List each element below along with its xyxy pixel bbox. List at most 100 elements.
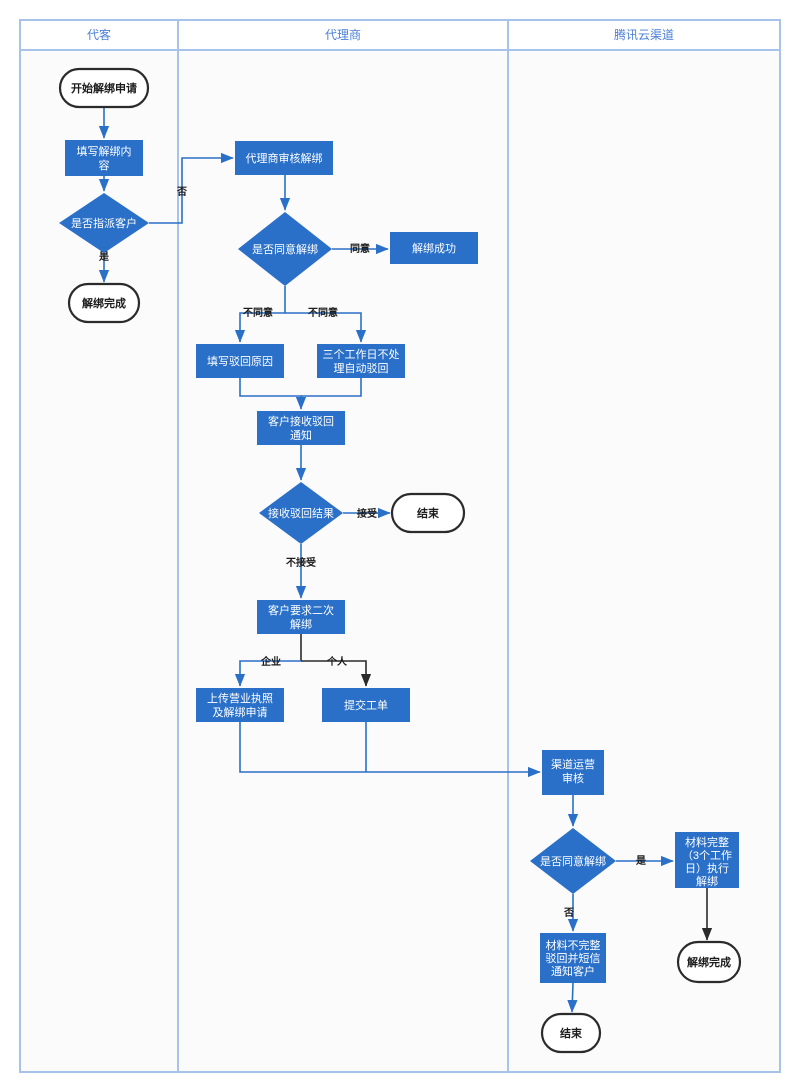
node-label-line1: 客户接收驳回 — [268, 414, 334, 428]
edge-second-enterprise — [234, 660, 301, 687]
decision-shape[interactable] — [530, 828, 616, 894]
process-shape[interactable] — [317, 344, 405, 378]
node-decision-receive-reject-result[interactable]: 接收驳回结果 — [259, 482, 343, 544]
edge-label-layer: 是 否 同意 不同意 不同意 接受 不接受 企业 个人 是 否 — [98, 186, 646, 919]
node-label: 填写驳回原因 — [207, 354, 273, 368]
node-submit-ticket[interactable]: 提交工单 — [322, 688, 410, 722]
node-end-tencent[interactable]: 结束 — [540, 1012, 602, 1054]
node-label: 接收驳回结果 — [268, 506, 334, 520]
node-end-agent[interactable]: 结束 — [390, 492, 466, 534]
node-label-line3: 日）执行 — [685, 861, 729, 875]
node-label-line1: 材料不完整 — [546, 938, 601, 952]
node-label-line2: 解绑 — [290, 617, 312, 631]
process-shape[interactable] — [257, 411, 345, 445]
edge-label-assign-yes: 是 — [98, 251, 109, 263]
decision-shape[interactable] — [259, 482, 343, 544]
process-shape[interactable] — [65, 140, 143, 176]
edge-label-personal: 个人 — [326, 655, 348, 668]
process-shape[interactable] — [390, 232, 478, 264]
edge-auto-to-notify — [301, 378, 362, 397]
node-decision-agent-agree-unbind[interactable]: 是否同意解绑 — [238, 212, 332, 286]
node-label-line1: 填写解绑内 — [77, 144, 132, 158]
terminator-shape[interactable] — [390, 492, 466, 534]
node-fill-reject-reason[interactable]: 填写驳回原因 — [196, 344, 284, 378]
node-unbind-success[interactable]: 解绑成功 — [390, 232, 478, 264]
node-fill-unbind-content[interactable]: 填写解绑内 容 — [65, 140, 143, 176]
terminator-shape[interactable] — [67, 282, 141, 324]
process-shape[interactable] — [542, 750, 604, 795]
process-shape[interactable] — [675, 832, 739, 888]
process-shape[interactable] — [257, 600, 345, 634]
edge-incomplete-to-end — [567, 982, 578, 1013]
lane-header-agent — [177, 19, 509, 51]
node-label: 解绑完成 — [687, 955, 731, 969]
node-label-line1: 上传营业执照 — [207, 691, 273, 705]
node-label-line4: 解绑 — [696, 874, 718, 888]
node-label: 是否同意解绑 — [540, 854, 606, 868]
node-label-line3: 通知客户 — [551, 964, 595, 978]
edge-agree-no-right — [285, 312, 367, 343]
node-label-line2: （3个工作 — [682, 849, 732, 862]
edge-label-agree-no-left: 不同意 — [243, 306, 273, 319]
lane-header-customer — [19, 19, 179, 51]
node-label: 提交工单 — [344, 698, 388, 712]
decision-shape[interactable] — [59, 193, 149, 253]
node-customer-request-second-unbind[interactable]: 客户要求二次 解绑 — [257, 600, 345, 634]
node-label-line2: 驳回并短信 — [546, 951, 601, 965]
node-label-line2: 审核 — [562, 771, 584, 785]
node-label: 是否指派客户 — [71, 216, 137, 230]
edge-second-personal — [301, 660, 372, 687]
edge-label-assign-no: 否 — [176, 186, 187, 198]
node-label: 解绑成功 — [412, 241, 456, 255]
edge-label-channel-yes: 是 — [635, 855, 646, 867]
decision-shape[interactable] — [238, 212, 332, 286]
node-unbind-complete-customer[interactable]: 解绑完成 — [67, 282, 141, 324]
node-customer-receive-reject-notice[interactable]: 客户接收驳回 通知 — [257, 411, 345, 445]
terminator-shape[interactable] — [540, 1012, 602, 1054]
edge-assign-no — [149, 152, 234, 224]
terminator-shape[interactable] — [58, 67, 150, 109]
node-label: 代理商审核解绑 — [246, 151, 323, 165]
node-label-line2: 及解绑申请 — [213, 705, 268, 719]
node-channel-operation-review[interactable]: 渠道运营 审核 — [542, 750, 604, 795]
process-shape[interactable] — [540, 933, 606, 983]
node-unbind-complete-tencent[interactable]: 解绑完成 — [676, 940, 742, 984]
node-auto-reject-three-days[interactable]: 三个工作日不处 理自动驳回 — [317, 344, 405, 378]
node-upload-business-license[interactable]: 上传营业执照 及解绑申请 — [196, 688, 284, 722]
node-label: 开始解绑申请 — [71, 81, 137, 95]
terminator-shape[interactable] — [676, 940, 742, 984]
process-shape[interactable] — [235, 141, 333, 175]
node-material-incomplete-reject-sms[interactable]: 材料不完整 驳回并短信 通知客户 — [540, 933, 606, 983]
node-label: 结束 — [559, 1026, 583, 1040]
node-decision-assign-customer[interactable]: 是否指派客户 — [59, 193, 149, 253]
node-agent-review-unbind[interactable]: 代理商审核解绑 — [235, 141, 333, 175]
node-layer: 开始解绑申请 填写解绑内 容 是否指派客户 解绑完成 代理商审核解绑 — [58, 67, 742, 1054]
lane-title-customer: 代客 — [87, 27, 111, 42]
node-label-line2: 容 — [99, 158, 110, 172]
node-label-line2: 通知 — [290, 428, 312, 442]
node-material-complete-execute-unbind[interactable]: 材料完整 （3个工作 日）执行 解绑 — [675, 832, 739, 888]
process-shape[interactable] — [322, 688, 410, 722]
edge-label-enterprise: 企业 — [260, 655, 281, 668]
node-label-line1: 渠道运营 — [551, 757, 595, 771]
node-label-line2: 理自动驳回 — [334, 362, 389, 375]
node-label-line1: 材料完整 — [685, 835, 729, 849]
node-label: 是否同意解绑 — [252, 242, 318, 256]
process-shape[interactable] — [196, 344, 284, 378]
process-shape[interactable] — [196, 688, 284, 722]
edge-label-result-reject: 不接受 — [286, 556, 316, 569]
node-start-unbind-request[interactable]: 开始解绑申请 — [58, 67, 150, 109]
swimlane-frame: 代客 代理商 腾讯云渠道 — [19, 19, 781, 1073]
edge-reason-to-notify — [239, 378, 307, 410]
edge-license-to-channel — [239, 722, 541, 778]
lane-title-agent: 代理商 — [325, 27, 361, 42]
node-label: 解绑完成 — [82, 296, 126, 310]
lane-body-area — [19, 49, 781, 1073]
node-label-line1: 客户要求二次 — [268, 603, 334, 617]
lane-header-tencent — [507, 19, 781, 51]
node-decision-channel-agree-unbind[interactable]: 是否同意解绑 — [530, 828, 616, 894]
edge-label-agree-yes: 同意 — [350, 242, 370, 255]
node-label: 结束 — [416, 506, 440, 520]
